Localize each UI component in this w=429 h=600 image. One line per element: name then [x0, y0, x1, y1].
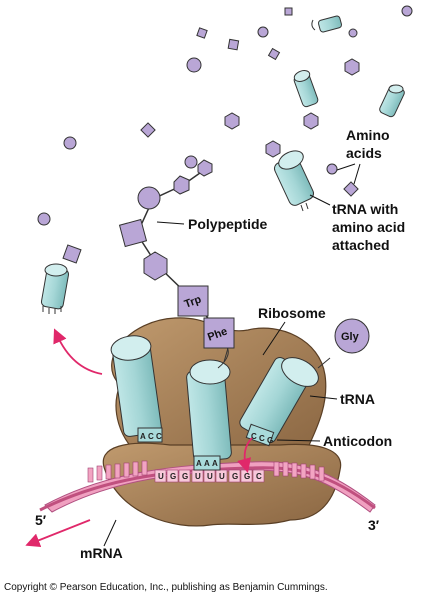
svg-text:A: A — [212, 459, 218, 468]
trna-middle: A A A — [186, 344, 232, 471]
ribosome-label: Ribosome — [258, 305, 326, 356]
svg-text:G: G — [267, 436, 273, 445]
svg-text:A: A — [204, 459, 210, 468]
mrna-bases: U G G U U U G G C — [158, 472, 262, 481]
mrna-base: C — [256, 472, 262, 481]
five-prime-label: 5′ — [35, 512, 47, 528]
svg-text:Gly: Gly — [341, 331, 360, 343]
trna-with-aa-line1: tRNA with — [332, 201, 398, 217]
mrna-base: G — [170, 472, 176, 481]
polypeptide-chain — [118, 159, 219, 331]
svg-text:Ribosome: Ribosome — [258, 305, 326, 321]
mrna-codon-box — [228, 469, 241, 483]
svg-text:Anticodon: Anticodon — [323, 433, 392, 449]
amino-acids-label: Amino acids — [336, 127, 390, 185]
mrna-base: G — [232, 472, 238, 481]
polypeptide-label: Polypeptide — [156, 216, 268, 232]
svg-text:C: C — [259, 434, 265, 443]
mrna-base: U — [158, 472, 164, 481]
mrna-strand — [39, 460, 376, 513]
trna-exit-arrow — [53, 328, 103, 375]
svg-text:Trp: Trp — [183, 293, 203, 310]
gly-amino-acid: Gly — [334, 318, 370, 354]
mrna-base: G — [244, 472, 250, 481]
svg-text:C: C — [251, 432, 257, 441]
free-trna-top-1 — [311, 15, 343, 33]
svg-text:mRNA: mRNA — [80, 545, 123, 561]
svg-text:C: C — [156, 432, 162, 441]
mrna-base: U — [219, 472, 225, 481]
svg-text:A: A — [140, 432, 146, 441]
copyright-notice: Copyright © Pearson Education, Inc., pub… — [4, 582, 328, 593]
amino-acids-label-line2: acids — [346, 145, 382, 161]
svg-text:C: C — [148, 432, 154, 441]
trna-entry-arrow — [237, 437, 253, 473]
svg-text:tRNA: tRNA — [340, 391, 375, 407]
mrna-base: U — [207, 472, 213, 481]
mrna-codon-box — [178, 469, 191, 483]
svg-text:A: A — [196, 459, 202, 468]
trna-with-aa-label: tRNA with amino acid attached — [309, 194, 405, 253]
trp-amino-acid: Trp — [177, 285, 209, 317]
free-trna-top-3 — [379, 84, 405, 118]
svg-text:Polypeptide: Polypeptide — [188, 216, 268, 232]
amino-acids-label-line1: Amino — [346, 127, 390, 143]
phe-amino-acid: Phe — [203, 317, 235, 363]
mrna-base: G — [182, 472, 188, 481]
mrna-base: U — [195, 472, 201, 481]
free-trna-top-2 — [293, 70, 319, 108]
trna-left: A C C — [110, 335, 163, 443]
mrna-codon-box — [154, 469, 167, 483]
mrna-label: mRNA — [80, 519, 123, 561]
mrna-direction-arrow — [25, 519, 91, 548]
trna-with-aa-line3: attached — [332, 237, 390, 253]
trna-with-aa-line2: amino acid — [332, 219, 405, 235]
free-amino-acids — [37, 5, 413, 226]
exiting-trna — [40, 244, 82, 314]
trna-right: C C G — [239, 357, 331, 447]
three-prime-label: 3′ — [368, 517, 380, 533]
mrna-codon-box — [166, 469, 179, 483]
trna-label: tRNA — [309, 391, 375, 407]
anticodon-label: Anticodon — [276, 433, 392, 449]
mrna-codon-box — [215, 469, 228, 483]
mrna-codon-box — [252, 469, 265, 483]
trna-with-amino-acid — [265, 140, 315, 212]
